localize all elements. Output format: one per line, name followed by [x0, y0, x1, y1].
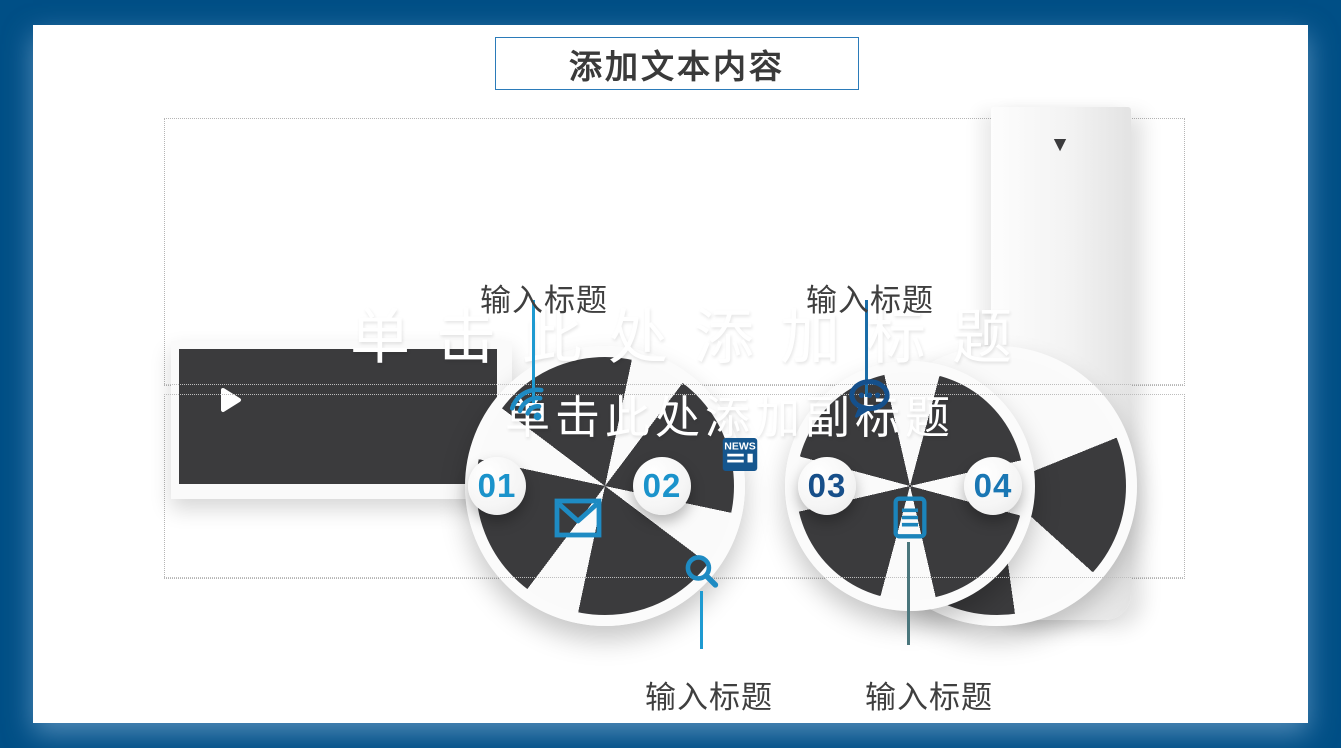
- search-icon: [685, 555, 719, 588]
- ghost-subtitle-placeholder[interactable]: 单击此处添加副标题: [505, 392, 956, 443]
- play-icon[interactable]: [220, 387, 242, 413]
- step-badge-03: 03: [798, 457, 856, 515]
- title-placeholder[interactable]: 添加文本内容: [495, 37, 859, 90]
- step-number: 03: [807, 467, 847, 504]
- mail-icon: [554, 498, 602, 538]
- step-badge-01: 01: [468, 457, 526, 515]
- dotted-divider-1: [164, 384, 1183, 385]
- connector-line-bottom-right: [907, 542, 910, 645]
- triangle-down-icon: ▼: [1049, 133, 1071, 156]
- step-number: 04: [973, 467, 1013, 504]
- document-icon: [893, 496, 927, 539]
- step-badge-02: 02: [633, 457, 691, 515]
- step-badge-04: 04: [964, 457, 1022, 515]
- news-icon: NEWS: [722, 438, 758, 471]
- chat-icon: [849, 379, 890, 418]
- wifi-icon: [509, 387, 544, 421]
- callout-label-top-left[interactable]: 输入标题: [480, 283, 608, 318]
- callout-label-top-right[interactable]: 输入标题: [806, 283, 934, 318]
- title-text: 添加文本内容: [569, 47, 785, 85]
- video-placeholder: [171, 341, 512, 499]
- dotted-divider-2: [164, 394, 1183, 395]
- callout-label-bottom-left[interactable]: 输入标题: [645, 680, 773, 715]
- step-number: 01: [477, 467, 517, 504]
- video-screen: [179, 349, 497, 484]
- slide-canvas: 添加文本内容 ▼ 单击此处添加标题 单击此处添加副标题 01 02 03 04: [33, 25, 1308, 723]
- ghost-title-placeholder[interactable]: 单击此处添加标题: [350, 304, 1038, 371]
- connector-line-top-right: [865, 300, 868, 397]
- callout-label-bottom-right[interactable]: 输入标题: [865, 680, 993, 715]
- connector-line-top-left: [532, 300, 535, 403]
- dotted-divider-3: [164, 577, 1183, 578]
- news-icon-text: NEWS: [724, 440, 756, 452]
- step-number: 02: [642, 467, 682, 504]
- connector-line-bottom-left: [700, 591, 703, 649]
